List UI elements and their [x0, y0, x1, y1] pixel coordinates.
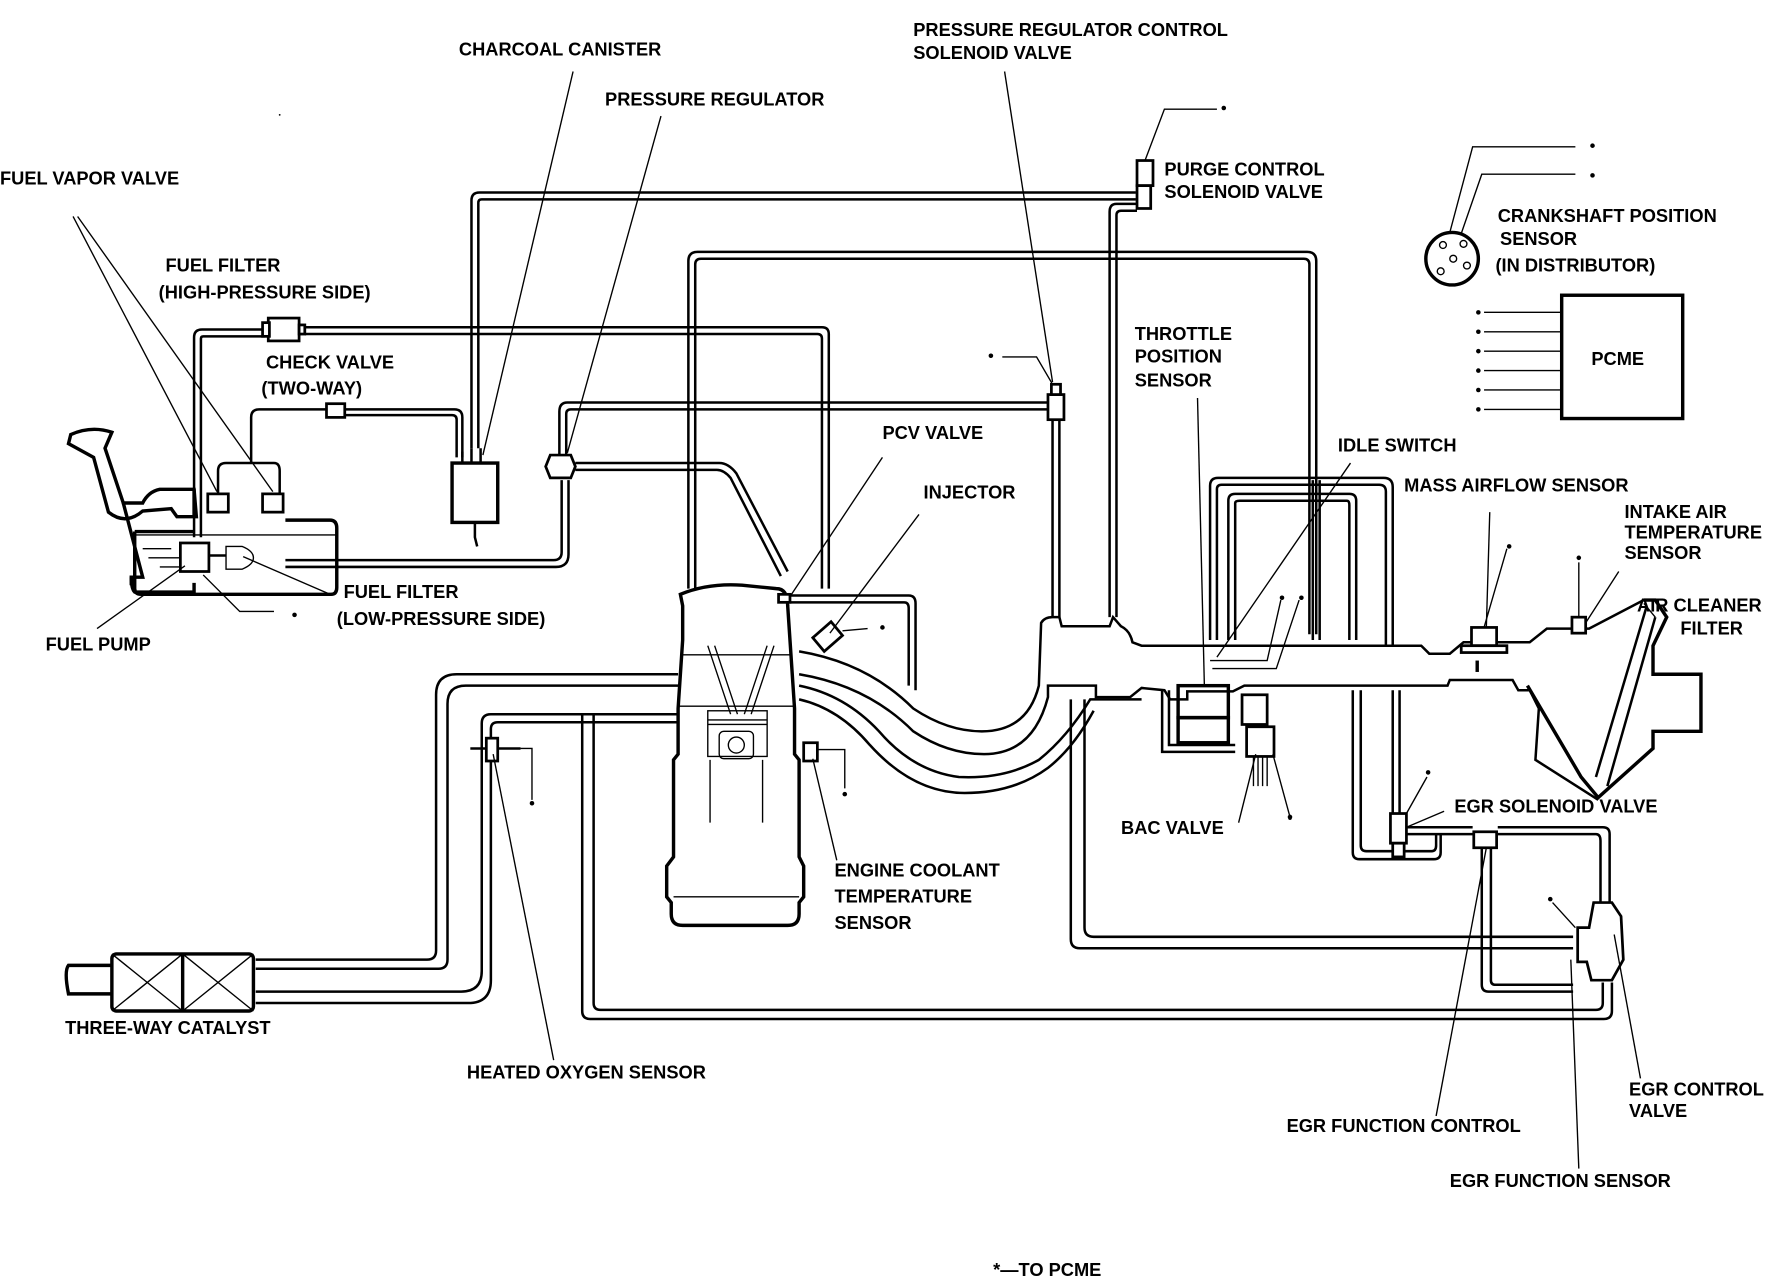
purge-control-solenoid — [1108, 105, 1227, 618]
labels: CHARCOAL CANISTER PRESSURE REGULATOR PRE… — [0, 19, 1764, 1280]
label-check-valve-line1: CHECK VALVE — [266, 351, 394, 372]
to-pcme-dot — [1287, 814, 1293, 820]
pressure-regulator — [544, 401, 1048, 577]
label-prc-solenoid-line2: SOLENOID VALVE — [913, 42, 1072, 63]
label-throttle-line2: POSITION — [1135, 346, 1222, 367]
label-egr-control-valve-line2: VALVE — [1629, 1100, 1687, 1121]
label-heated-o2: HEATED OXYGEN SENSOR — [467, 1061, 706, 1082]
label-maf-sensor: MASS AIRFLOW SENSOR — [1404, 475, 1628, 496]
label-fuel-vapor-valve: FUEL VAPOR VALVE — [0, 168, 179, 189]
label-fuel-filter-lp-line2: (LOW-PRESSURE SIDE) — [337, 608, 546, 629]
label-fuel-filter-hp-line2: (HIGH-PRESSURE SIDE) — [159, 282, 371, 303]
legend-to-pcme: *—TO PCME — [993, 1259, 1101, 1280]
label-injector: INJECTOR — [924, 481, 1016, 502]
check-valve — [249, 402, 464, 464]
label-fuel-filter-lp-line1: FUEL FILTER — [344, 581, 459, 602]
label-ect-line1: ENGINE COOLANT — [834, 859, 999, 880]
fuel-filter-high-pressure — [261, 316, 831, 589]
engine-block — [664, 583, 917, 928]
label-iat-line2: TEMPERATURE — [1624, 521, 1762, 542]
label-pcv-valve: PCV VALVE — [882, 422, 983, 443]
label-crankshaft-line2: SENSOR — [1500, 228, 1577, 249]
exhaust-system — [64, 672, 1614, 1021]
vacuum-hoses — [687, 250, 1318, 635]
label-pressure-regulator: PRESSURE REGULATOR — [605, 89, 824, 110]
label-ect-line3: SENSOR — [834, 912, 911, 933]
label-throttle-line3: SENSOR — [1135, 370, 1212, 391]
label-fuel-pump: FUEL PUMP — [46, 633, 151, 654]
charcoal-canister — [450, 191, 1136, 547]
leader-lines — [72, 71, 1656, 1169]
label-prc-solenoid-line1: PRESSURE REGULATOR CONTROL — [913, 19, 1228, 40]
label-pcme: PCME — [1591, 348, 1644, 369]
pressure-regulator-control-solenoid — [988, 353, 1066, 618]
label-iat-line3: SENSOR — [1624, 542, 1701, 563]
fuel-tank — [66, 328, 570, 618]
label-egr-function-control: EGR FUNCTION CONTROL — [1287, 1115, 1521, 1136]
label-fuel-filter-hp-line1: FUEL FILTER — [166, 254, 281, 275]
label-egr-solenoid: EGR SOLENOID VALVE — [1454, 795, 1657, 816]
label-crankshaft-line3: (IN DISTRIBUTOR) — [1495, 254, 1655, 275]
pcme-module — [1476, 293, 1685, 421]
label-egr-function-sensor: EGR FUNCTION SENSOR — [1450, 1170, 1671, 1191]
label-charcoal-canister: CHARCOAL CANISTER — [459, 39, 661, 60]
label-purge-control-line1: PURGE CONTROL — [1164, 158, 1324, 179]
label-check-valve-line2: (TWO-WAY) — [261, 378, 362, 399]
label-iat-line1: INTAKE AIR — [1624, 501, 1726, 522]
label-air-cleaner-line1: AIR CLEANER — [1637, 594, 1762, 615]
label-bac-valve: BAC VALVE — [1121, 817, 1224, 838]
label-ect-line2: TEMPERATURE — [834, 886, 972, 907]
crankshaft-position-sensor — [1424, 143, 1595, 287]
label-air-cleaner-line2: FILTER — [1680, 617, 1743, 638]
stray-dot — [278, 113, 281, 116]
label-idle-switch: IDLE SWITCH — [1338, 435, 1457, 456]
label-throttle-line1: THROTTLE — [1135, 323, 1232, 344]
label-egr-control-valve-line1: EGR CONTROL — [1629, 1078, 1764, 1099]
intake-system — [798, 476, 1703, 801]
label-purge-control-line2: SOLENOID VALVE — [1164, 181, 1323, 202]
label-three-way-catalyst: THREE-WAY CATALYST — [65, 1017, 271, 1038]
label-crankshaft-line1: CRANKSHAFT POSITION — [1498, 205, 1717, 226]
egr-system — [1069, 690, 1625, 993]
